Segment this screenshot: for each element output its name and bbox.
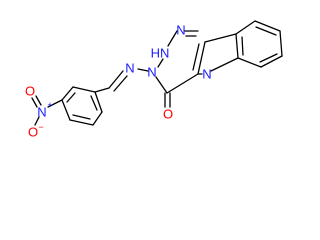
bond-nimine-ch-2 — [113, 75, 128, 92]
bond-ph-c3-c4 — [61, 99, 71, 121]
bond-ph-c5-c6 — [92, 111, 103, 126]
bond-nnitro-odown — [34, 116, 40, 126]
bond-c9-c8-inner — [255, 26, 277, 36]
bond-ph-c4-c5-inner — [72, 114, 91, 120]
atom-nh: HN — [151, 46, 170, 61]
bond-ph-c2-c3-inner — [66, 92, 76, 103]
bond-ch-aryl — [94, 87, 110, 93]
bond-ph-c2-c3 — [61, 86, 74, 101]
bond-n3-nimine — [137, 68, 149, 72]
bond-ph-c6-c1 — [94, 91, 103, 113]
bond-nimine-ch — [108, 70, 124, 89]
bond-ph-c6-c1-inner — [90, 95, 98, 111]
bond-ph-c4-c5 — [69, 119, 94, 126]
atom-n-imine: N — [125, 61, 134, 76]
bond-nnitro-oup-2 — [35, 95, 42, 106]
bond-n5-c5a — [210, 57, 239, 72]
bond-c8-c7 — [279, 30, 283, 57]
bond-ph-c1-c2 — [72, 86, 96, 93]
bond-c6-c5a — [237, 57, 262, 68]
bond-c9a-c9 — [235, 20, 256, 35]
atom-n1: N — [176, 23, 185, 38]
bond-c4a-c9b-inner — [192, 43, 200, 71]
atom-o-carbonyl: O — [163, 107, 173, 122]
bond-c4a-c9b — [197, 41, 206, 75]
atom-n3: N — [147, 65, 156, 80]
bond-c9a-c5a — [235, 33, 239, 59]
bond-c9a-c5a-inner — [241, 36, 244, 56]
atom-o-nitro-up: O — [25, 84, 35, 99]
bond-c9-c8 — [254, 20, 281, 32]
charge-minus-oxygen: − — [38, 122, 43, 132]
bond-n1-n2 — [167, 30, 178, 47]
bond-c4-c4a — [166, 73, 199, 94]
bond-ph-nnitro — [47, 99, 63, 108]
atom-labels: N HN N N N O N O O — [25, 23, 212, 140]
bond-c7-c6-inner — [259, 53, 278, 63]
atom-n-nitro: N — [37, 105, 46, 120]
charge-plus-nitro: + — [47, 100, 52, 110]
bond-c9b-c9a — [204, 33, 237, 43]
atom-o-nitro-down: O — [28, 125, 38, 140]
bond-nnitro-oup — [31, 97, 38, 108]
bond-n3-c4 — [155, 76, 168, 94]
bond-n2-n3 — [157, 58, 164, 68]
molecule-structure-diagram: N HN N N N O N O O + − — [25, 20, 283, 140]
bond-c7-c6 — [260, 55, 283, 68]
formal-charges: + − — [38, 100, 52, 132]
bonds — [31, 20, 283, 126]
atom-n-indole: N — [202, 67, 211, 82]
